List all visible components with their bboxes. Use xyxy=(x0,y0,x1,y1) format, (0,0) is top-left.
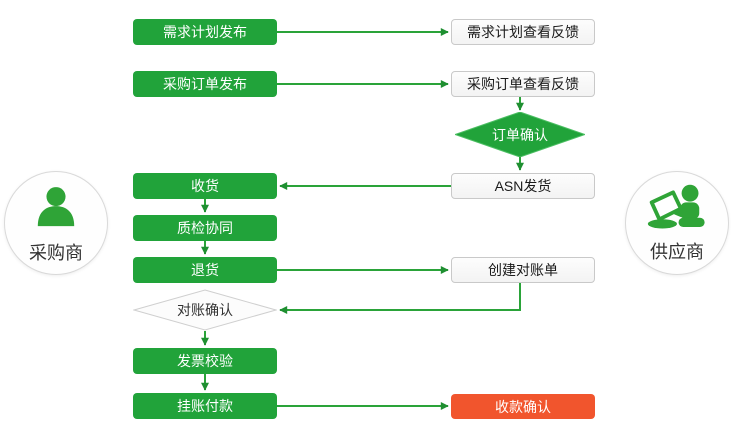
actor-buyer-label: 采购商 xyxy=(29,243,83,263)
node-order-confirm-label: 订单确认 xyxy=(492,126,548,143)
node-order-confirm: 订单确认 xyxy=(455,112,585,157)
node-demand-plan-publish: 需求计划发布 xyxy=(133,19,277,45)
node-create-statement: 创建对账单 xyxy=(451,257,595,283)
node-pay-on-account: 挂账付款 xyxy=(133,393,277,419)
person-laptop-icon xyxy=(644,182,710,237)
node-return-goods: 退货 xyxy=(133,257,277,283)
node-po-publish: 采购订单发布 xyxy=(133,71,277,97)
node-po-feedback: 采购订单查看反馈 xyxy=(451,71,595,97)
node-payment-confirm: 收款确认 xyxy=(451,394,595,419)
node-demand-plan-feedback: 需求计划查看反馈 xyxy=(451,19,595,45)
node-quality-check: 质检协同 xyxy=(133,215,277,241)
node-asn-ship: ASN发货 xyxy=(451,173,595,199)
node-reconcile-confirm: 对账确认 xyxy=(133,289,277,331)
actor-buyer: 采购商 xyxy=(4,171,108,275)
actor-supplier-label: 供应商 xyxy=(650,242,704,262)
actor-supplier: 供应商 xyxy=(625,171,729,275)
node-reconcile-confirm-label: 对账确认 xyxy=(177,302,233,318)
person-icon xyxy=(30,181,82,238)
node-invoice-verify: 发票校验 xyxy=(133,348,277,374)
node-receive: 收货 xyxy=(133,173,277,199)
